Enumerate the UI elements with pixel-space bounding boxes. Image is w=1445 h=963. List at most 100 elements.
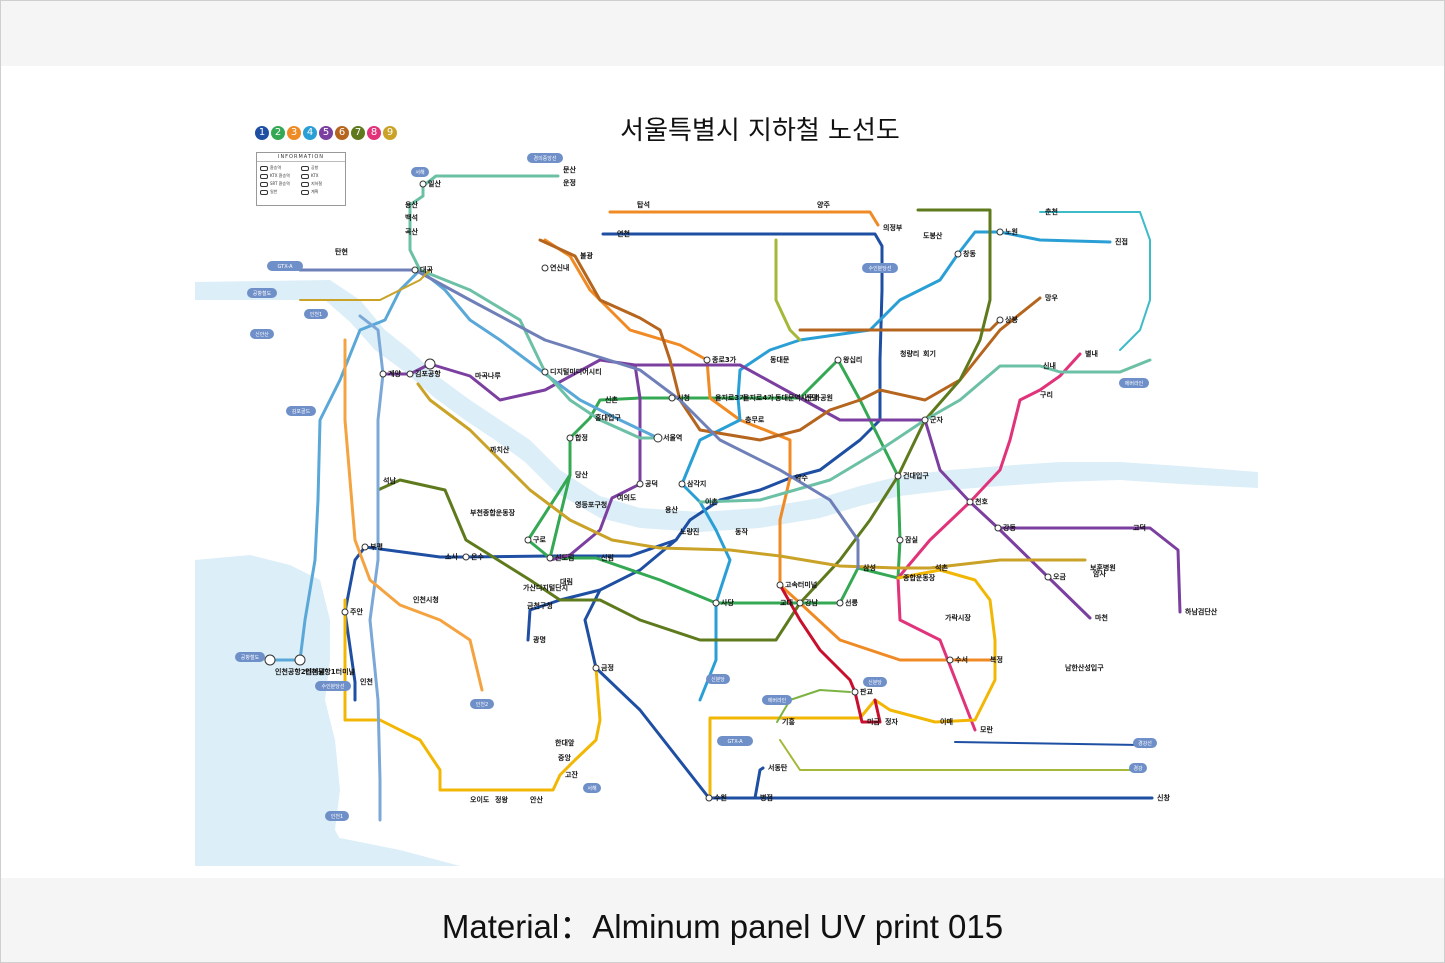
station-label: 오이도 <box>470 795 490 804</box>
line-tag-pill <box>1119 378 1149 388</box>
line-tag: 수인분당선 <box>862 263 898 273</box>
information-heading: INFORMATION <box>257 153 345 162</box>
station-label: 판교 <box>860 687 873 696</box>
station-label: 불광 <box>580 251 593 260</box>
station-label: 고덕 <box>1133 523 1146 532</box>
station-label: 용산 <box>665 505 678 514</box>
line-tag: 서해 <box>411 167 429 177</box>
station-label: 인천공항2터미널 <box>275 667 325 676</box>
line-tag-pill <box>1133 738 1157 748</box>
line-tag: 서해 <box>583 783 601 793</box>
line-tag-pill <box>527 153 563 163</box>
line-tag: 경의중앙선 <box>527 153 563 163</box>
information-item-label: 공항 <box>311 165 319 170</box>
station-label: 강동 <box>1003 523 1016 532</box>
gtx-line <box>298 268 860 570</box>
line-tag-label: 김포골드 <box>292 408 311 415</box>
station-label: 안산 <box>530 795 543 804</box>
line-tag-pill <box>470 699 494 709</box>
bundang-line <box>708 568 997 800</box>
line-tag: 경강선 <box>1133 738 1157 748</box>
station-label: 여의도 <box>617 493 637 502</box>
station-label: 의정부 <box>883 223 903 232</box>
ui-line <box>774 238 802 342</box>
station-markers <box>264 180 1052 802</box>
line-tag: 인천2 <box>470 699 494 709</box>
station-label: 금정 <box>601 663 614 672</box>
material-caption: Material：Alminum panel UV print 015 <box>441 908 1004 945</box>
legend-symbol-icon <box>260 173 268 179</box>
station-label: 강남 <box>805 598 818 607</box>
station-label: 춘천 <box>1045 207 1058 216</box>
station-label: 연천 <box>617 229 630 238</box>
information-item: 환승역 <box>260 164 301 172</box>
line-3-north <box>608 210 880 227</box>
station-label: 신도림 <box>555 553 574 562</box>
line-tag-pill <box>267 261 303 271</box>
station-label: 하남검단산 <box>1185 607 1218 616</box>
station-label: 백석 <box>405 213 418 222</box>
station-label: 충무로 <box>745 415 765 424</box>
station-label: 미금 <box>867 717 880 726</box>
station-label: 가락시장 <box>945 613 971 622</box>
station-label: 창동 <box>963 249 976 258</box>
station-label: 한대앞 <box>555 738 575 747</box>
line-badge-1: 1 <box>255 126 269 140</box>
shinbundang-line <box>778 583 882 724</box>
station-label: 신림 <box>601 553 614 562</box>
line-1-west <box>343 538 678 702</box>
station-label: 을지로3가 <box>715 393 746 402</box>
bottom-band <box>0 878 1445 963</box>
station-label: 대림 <box>560 577 573 586</box>
station-label: 신내 <box>1043 361 1056 370</box>
line-tag-label: 에버라인 <box>768 697 787 704</box>
station-label: 구리 <box>1040 390 1053 399</box>
legend-symbol-icon <box>260 165 268 171</box>
station-label: 주안 <box>350 607 363 616</box>
line-1-branch <box>526 588 602 642</box>
line-tag: 수인분당선 <box>315 681 351 691</box>
station-label: 동작 <box>735 527 748 536</box>
station-label: 정왕 <box>495 795 508 804</box>
information-item-label: SRT 환승역 <box>270 181 290 186</box>
information-item-label: 환승역 <box>270 165 282 170</box>
station-label: 영등포구청 <box>575 500 607 509</box>
station-label: 모란 <box>980 725 993 734</box>
line-tag-label: 인천2 <box>476 701 488 708</box>
station-label: 망우 <box>1045 293 1058 302</box>
line-tags: 경의중앙선서해수인분당선GTX-A공항철도인천1신안산김포골드공항철도수인분당선… <box>235 153 1157 821</box>
line-tag-label: 인천1 <box>331 813 343 820</box>
line-tag-pill <box>862 263 898 273</box>
station-label: 탄현 <box>335 247 348 256</box>
station-label: 노량진 <box>680 527 699 536</box>
station-label: 신창 <box>1157 793 1170 802</box>
line-1-path <box>583 232 1154 800</box>
everline-line <box>776 689 851 723</box>
station-label: 삼각지 <box>687 479 706 488</box>
information-item-label: 지하철 <box>311 181 323 186</box>
line-tag-label: 경의중앙선 <box>533 155 556 162</box>
station-label: 인천시청 <box>413 595 439 604</box>
line-tag-label: 에버라인 <box>1125 380 1144 387</box>
station-label: 사당 <box>721 598 734 607</box>
line-tag-pill <box>235 652 265 662</box>
line-tag-label: 공항철도 <box>241 654 260 661</box>
line-tag-label: 서해 <box>415 169 425 176</box>
station-label: 회기 <box>923 349 936 358</box>
line-tag-label: 신분당 <box>868 679 882 686</box>
line-5-hanam <box>996 526 1182 614</box>
line-badge-4: 4 <box>303 126 317 140</box>
line-7-path <box>376 208 992 642</box>
line-tag-pill <box>717 736 753 746</box>
information-item-label: KTX 환승역 <box>270 173 290 178</box>
line-tag: GTX-A <box>267 261 303 271</box>
line-tag-pill <box>304 309 328 319</box>
incheon2-line <box>343 338 484 692</box>
line-badge-2: 2 <box>271 126 285 140</box>
station-label: 기흥 <box>782 717 795 726</box>
line-3-path <box>543 238 992 662</box>
station-label: 양주 <box>817 200 830 209</box>
station-label: 마천 <box>1095 613 1108 622</box>
station-label: 온수 <box>471 552 484 561</box>
